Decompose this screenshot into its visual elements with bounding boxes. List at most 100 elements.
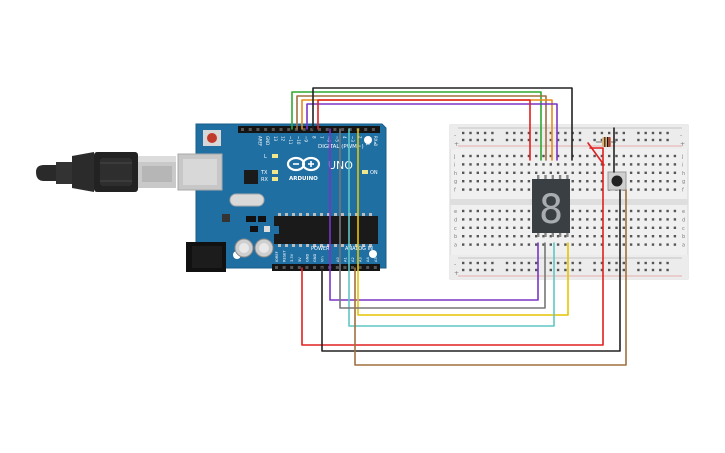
rail-hole[interactable]	[666, 131, 669, 135]
rail-hole[interactable]	[505, 131, 509, 135]
breadboard-hole[interactable]	[615, 163, 618, 166]
rail-hole[interactable]	[622, 268, 625, 272]
resistor[interactable]	[596, 137, 616, 147]
breadboard-hole[interactable]	[586, 209, 589, 213]
header-pin[interactable]	[305, 266, 309, 269]
breadboard-hole[interactable]	[483, 163, 487, 166]
breadboard-hole[interactable]	[513, 180, 516, 183]
breadboard-hole[interactable]	[637, 154, 640, 158]
breadboard-hole[interactable]	[527, 171, 531, 174]
rail-hole[interactable]	[535, 261, 538, 265]
breadboard-hole[interactable]	[513, 235, 516, 238]
breadboard-hole[interactable]	[491, 154, 494, 158]
breadboard-hole[interactable]	[571, 226, 574, 229]
rail-hole[interactable]	[556, 268, 560, 272]
rail-hole[interactable]	[644, 268, 647, 272]
breadboard-hole[interactable]	[527, 226, 531, 229]
header-pin[interactable]	[366, 266, 370, 269]
breadboard-hole[interactable]	[462, 188, 465, 191]
breadboard-hole[interactable]	[637, 180, 640, 183]
breadboard-hole[interactable]	[666, 235, 669, 238]
breadboard-hole[interactable]	[469, 180, 472, 183]
breadboard-hole[interactable]	[535, 163, 538, 166]
rail-hole[interactable]	[637, 268, 640, 272]
breadboard-hole[interactable]	[498, 218, 501, 221]
header-pin[interactable]	[341, 128, 345, 131]
rail-hole[interactable]	[651, 261, 655, 265]
breadboard-hole[interactable]	[659, 218, 662, 221]
header-pin[interactable]	[373, 266, 377, 269]
breadboard-hole[interactable]	[505, 218, 509, 221]
header-pin[interactable]	[310, 128, 314, 131]
breadboard-hole[interactable]	[535, 154, 538, 158]
wire-black-top[interactable]	[312, 87, 573, 161]
breadboard-hole[interactable]	[491, 180, 494, 183]
rail-hole[interactable]	[608, 261, 611, 265]
breadboard-hole[interactable]	[542, 235, 545, 238]
breadboard-hole[interactable]	[564, 171, 567, 174]
rail-hole[interactable]	[549, 131, 552, 135]
rail-hole[interactable]	[469, 131, 472, 135]
breadboard-hole[interactable]	[608, 154, 611, 158]
rail-hole[interactable]	[622, 138, 625, 142]
rail-hole[interactable]	[666, 261, 669, 265]
breadboard-hole[interactable]	[578, 188, 582, 191]
rail-hole[interactable]	[520, 131, 523, 135]
breadboard-hole[interactable]	[615, 226, 618, 229]
rail-hole[interactable]	[615, 268, 618, 272]
header-pin[interactable]	[282, 266, 286, 269]
breadboard-hole[interactable]	[476, 235, 479, 238]
breadboard-hole[interactable]	[622, 226, 625, 229]
breadboard-hole[interactable]	[491, 188, 494, 191]
breadboard-hole[interactable]	[637, 235, 640, 238]
rail-hole[interactable]	[600, 131, 604, 135]
display-pin[interactable]	[537, 233, 540, 237]
breadboard-hole[interactable]	[629, 163, 633, 166]
breadboard-hole[interactable]	[556, 171, 560, 174]
breadboard-hole[interactable]	[600, 163, 604, 166]
breadboard-hole[interactable]	[498, 163, 501, 166]
breadboard-hole[interactable]	[615, 154, 618, 158]
breadboard-hole[interactable]	[520, 226, 523, 229]
breadboard-hole[interactable]	[666, 154, 669, 158]
breadboard-hole[interactable]	[608, 226, 611, 229]
breadboard-hole[interactable]	[542, 154, 545, 158]
breadboard-hole[interactable]	[491, 163, 494, 166]
breadboard-hole[interactable]	[549, 163, 552, 166]
wire-purple-top[interactable]	[306, 103, 558, 161]
breadboard-hole[interactable]	[615, 235, 618, 238]
breadboard-hole[interactable]	[556, 243, 560, 246]
rail-hole[interactable]	[578, 268, 582, 272]
breadboard-hole[interactable]	[527, 209, 531, 213]
rail-hole[interactable]	[659, 138, 662, 142]
breadboard-hole[interactable]	[469, 163, 472, 166]
rail-hole[interactable]	[615, 138, 618, 142]
rail-hole[interactable]	[513, 268, 516, 272]
breadboard-hole[interactable]	[586, 226, 589, 229]
header-pin[interactable]	[241, 128, 244, 131]
breadboard-hole[interactable]	[578, 226, 582, 229]
breadboard-hole[interactable]	[578, 163, 582, 166]
breadboard-hole[interactable]	[476, 171, 479, 174]
breadboard-hole[interactable]	[637, 188, 640, 191]
breadboard-hole[interactable]	[498, 180, 501, 183]
breadboard-hole[interactable]	[659, 209, 662, 213]
breadboard-hole[interactable]	[462, 163, 465, 166]
rail-hole[interactable]	[549, 261, 552, 265]
breadboard-hole[interactable]	[513, 163, 516, 166]
rail-hole[interactable]	[564, 131, 567, 135]
rail-hole[interactable]	[483, 131, 487, 135]
breadboard-hole[interactable]	[593, 226, 596, 229]
breadboard-hole[interactable]	[608, 209, 611, 213]
rail-hole[interactable]	[600, 138, 604, 142]
breadboard-hole[interactable]	[513, 154, 516, 158]
breadboard-hole[interactable]	[483, 243, 487, 246]
breadboard-hole[interactable]	[666, 209, 669, 213]
display-pin[interactable]	[537, 175, 540, 179]
breadboard-hole[interactable]	[651, 180, 655, 183]
breadboard-hole[interactable]	[564, 154, 567, 158]
breadboard-hole[interactable]	[462, 226, 465, 229]
rail-hole[interactable]	[600, 261, 604, 265]
breadboard-hole[interactable]	[666, 226, 669, 229]
wire-red-top[interactable]	[317, 99, 531, 161]
